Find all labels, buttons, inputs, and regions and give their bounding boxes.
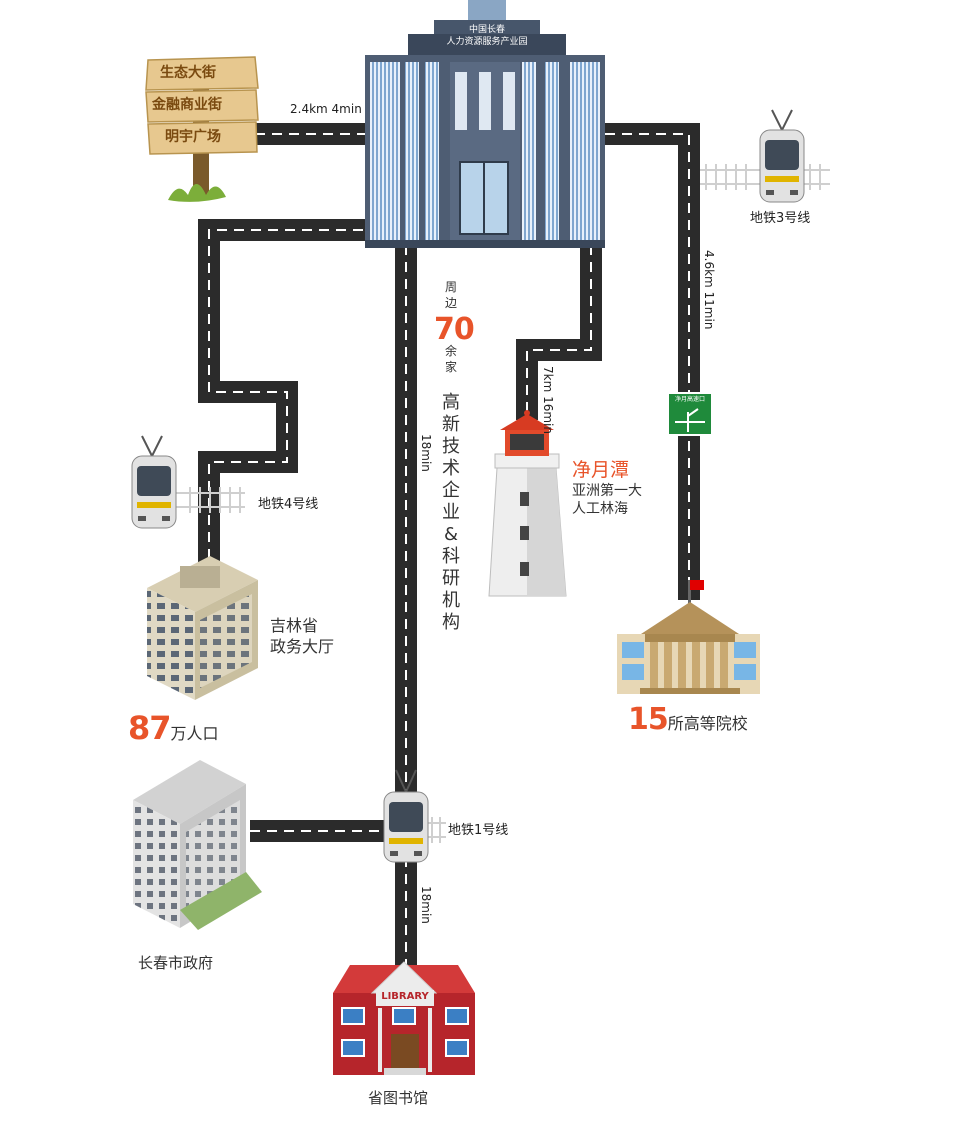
lighthouse bbox=[488, 410, 567, 597]
enterprise-unit-label: 余家 bbox=[444, 344, 457, 374]
enterprise-top-label: 周边 bbox=[444, 280, 457, 310]
enterprise-char: 术 bbox=[442, 458, 460, 479]
route-signpost-distance: 2.4km 4min bbox=[290, 102, 362, 116]
signpost-label-2: 金融商业街 bbox=[152, 97, 222, 113]
main-building-line1: 中国长春 bbox=[468, 25, 505, 35]
route-center-time: 18min bbox=[419, 434, 433, 472]
university-count: 15 bbox=[628, 702, 669, 737]
library-label: 省图书馆 bbox=[368, 1089, 429, 1107]
enterprise-count: 70 bbox=[434, 312, 475, 347]
population-text: 万人口 bbox=[170, 724, 219, 743]
tram-line1 bbox=[383, 769, 446, 863]
route-metro3-distance: 4.6km 11min bbox=[702, 250, 716, 330]
university-stat: 15所高等院校 bbox=[628, 700, 748, 739]
enterprise-char: 企 bbox=[442, 480, 460, 501]
tram-line3 bbox=[700, 109, 830, 203]
route-library-time: 18min bbox=[419, 886, 433, 924]
city-gov-label: 长春市政府 bbox=[138, 954, 214, 972]
signpost-board-3 bbox=[147, 121, 258, 155]
lighthouse-desc-2: 人工林海 bbox=[572, 501, 628, 517]
main-building bbox=[365, 0, 605, 248]
signpost-board-1 bbox=[145, 56, 259, 91]
gov-hall-label-2: 政务大厅 bbox=[270, 637, 335, 656]
gov-hall-label-1: 吉林省 bbox=[270, 616, 319, 635]
enterprise-description: 高 新 技 术 企 业 & 科 研 机 构 bbox=[440, 392, 462, 634]
enterprise-char: 构 bbox=[442, 612, 460, 633]
signpost bbox=[145, 56, 259, 202]
road-network bbox=[198, 123, 700, 980]
enterprise-char: 机 bbox=[442, 590, 460, 611]
metro-line1-label: 地铁1号线 bbox=[448, 823, 509, 838]
university-building bbox=[617, 580, 760, 694]
metro-line4-label: 地铁4号线 bbox=[258, 497, 319, 512]
highway-sign-label: 净月高速口 bbox=[674, 396, 705, 403]
city-gov-building bbox=[133, 760, 262, 930]
university-text: 所高等院校 bbox=[667, 714, 748, 733]
library-building bbox=[333, 961, 475, 1075]
enterprise-char: 技 bbox=[442, 436, 460, 457]
main-building-line2: 人力资源服务产业园 bbox=[446, 37, 528, 47]
main-building-title: 中国长春 人力资源服务产业园 bbox=[435, 24, 539, 48]
signpost-label-1: 生态大街 bbox=[160, 65, 216, 81]
highway-sign bbox=[667, 392, 713, 436]
lighthouse-name: 净月潭 bbox=[572, 459, 630, 481]
tram-line4 bbox=[131, 435, 245, 529]
enterprise-char: & bbox=[443, 524, 459, 545]
enterprise-char: 科 bbox=[442, 546, 460, 567]
road-gov-hall bbox=[198, 219, 380, 565]
route-lighthouse-distance: 7km 16min bbox=[541, 366, 555, 434]
library-sign: LIBRARY bbox=[381, 991, 429, 1002]
signpost-board-2 bbox=[145, 89, 259, 123]
road-lighthouse bbox=[516, 245, 602, 420]
signpost-label-3: 明宇广场 bbox=[165, 129, 221, 145]
population-count: 87 bbox=[128, 709, 172, 747]
enterprise-char: 新 bbox=[442, 414, 460, 435]
population-stat: 87万人口 bbox=[128, 708, 219, 750]
enterprise-char: 业 bbox=[442, 502, 460, 523]
enterprise-char: 高 bbox=[442, 392, 460, 413]
metro-line3-label: 地铁3号线 bbox=[750, 211, 811, 226]
road-university bbox=[605, 123, 700, 600]
lighthouse-desc-1: 亚洲第一大 bbox=[572, 483, 642, 499]
enterprise-char: 研 bbox=[442, 568, 460, 589]
gov-hall-building bbox=[147, 556, 258, 700]
